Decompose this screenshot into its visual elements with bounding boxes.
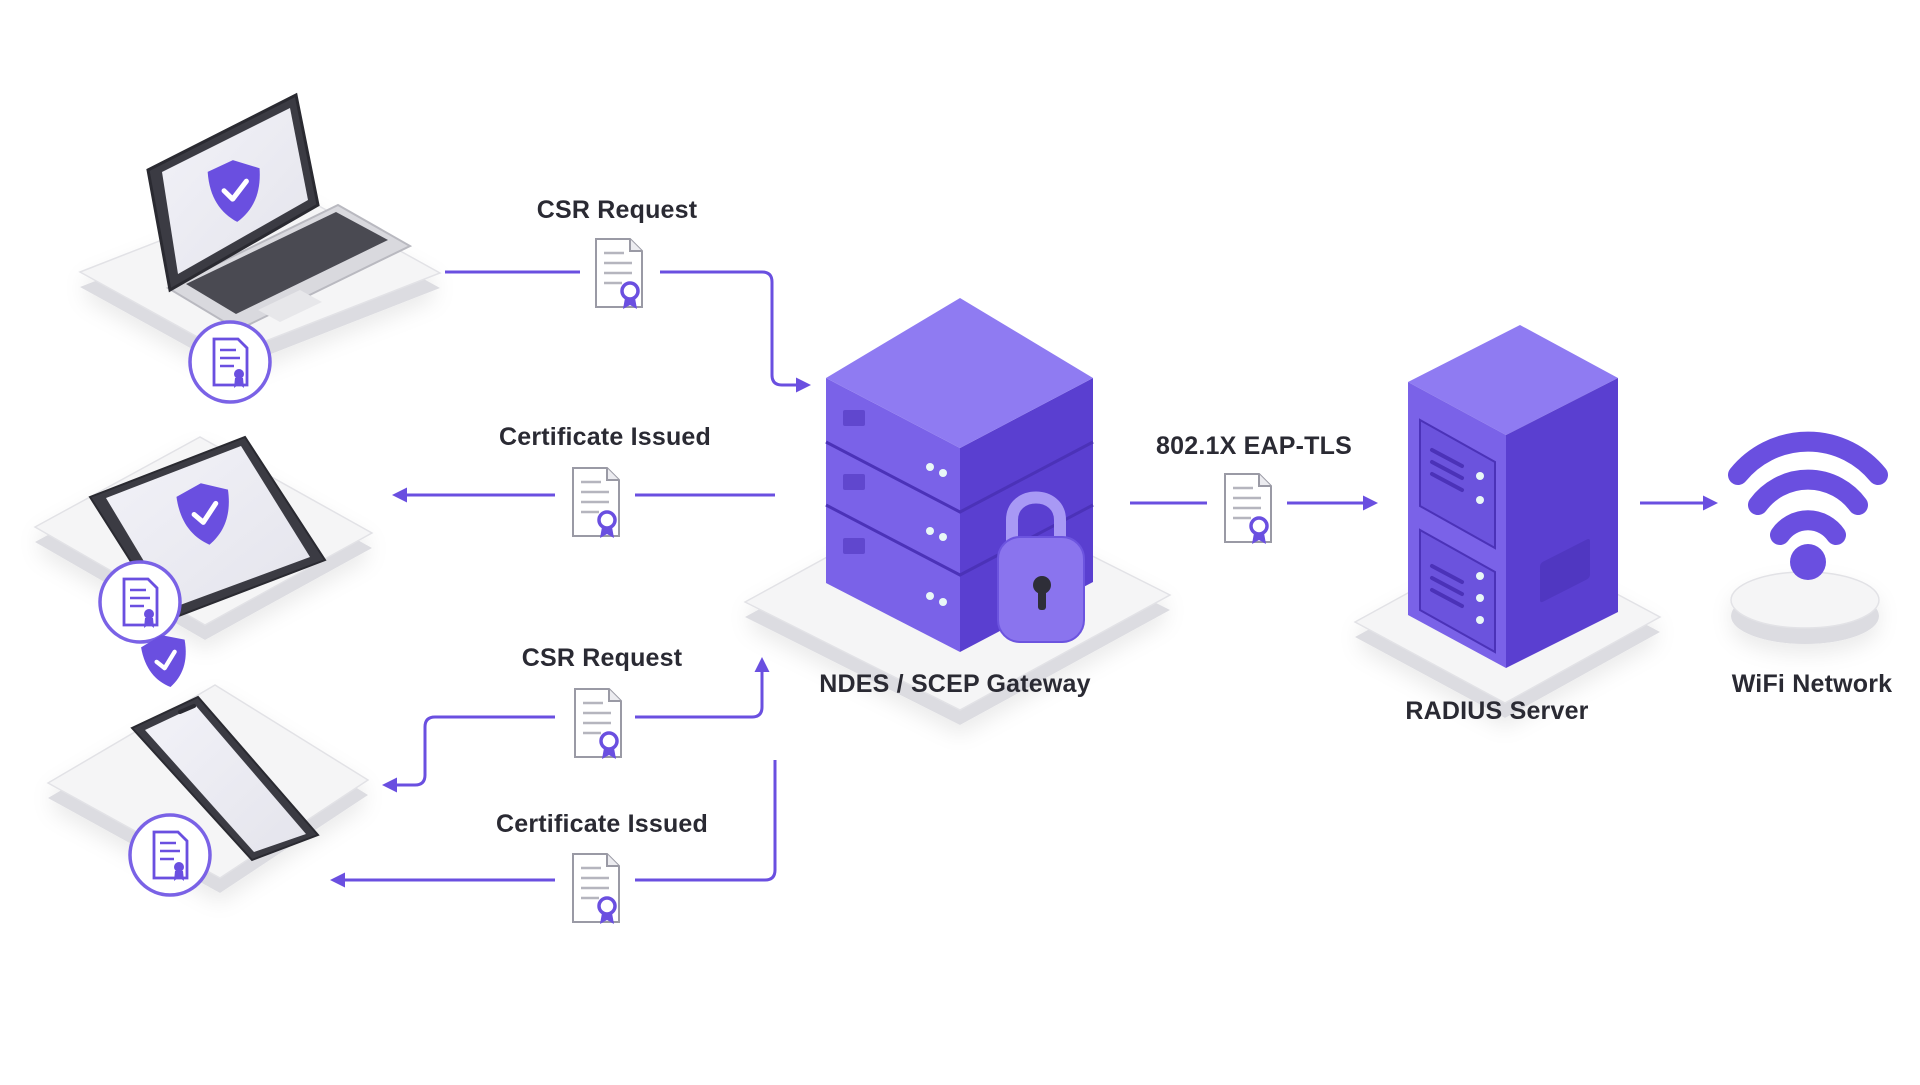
gateway-label: NDES / SCEP Gateway <box>819 670 1091 698</box>
phone-device <box>130 631 320 862</box>
certificate-document-icon <box>1223 472 1273 546</box>
laptop-device <box>146 92 413 332</box>
csr-request-connector-bottom-tail <box>635 657 770 719</box>
certificate-badge-icon <box>98 560 182 644</box>
padlock-icon <box>997 491 1085 643</box>
eap-tls-label: 802.1X EAP-TLS <box>1156 432 1352 460</box>
certificate-document-icon <box>571 466 621 540</box>
cert-issued-label-bottom: Certificate Issued <box>495 810 709 838</box>
radius-tower-server <box>1408 325 1618 668</box>
wifi-platform <box>1730 571 1880 644</box>
csr-request-connector-bottom <box>382 715 555 793</box>
cert-issued-connector-bottom-tail <box>635 760 777 882</box>
certificate-badge-icon <box>188 320 272 404</box>
wifi-icon <box>1728 431 1888 580</box>
certificate-badge-icon <box>128 813 212 897</box>
cert-issued-label-top: Certificate Issued <box>498 423 712 451</box>
csr-document-icon <box>594 237 644 311</box>
wifi-label: WiFi Network <box>1731 670 1893 698</box>
radius-label: RADIUS Server <box>1405 697 1589 725</box>
certificate-document-icon <box>571 852 621 926</box>
csr-request-label-bottom: CSR Request <box>521 644 683 672</box>
csr-document-icon <box>573 687 623 761</box>
csr-request-connector-top-tail <box>660 270 811 393</box>
csr-request-label-top: CSR Request <box>536 196 698 224</box>
